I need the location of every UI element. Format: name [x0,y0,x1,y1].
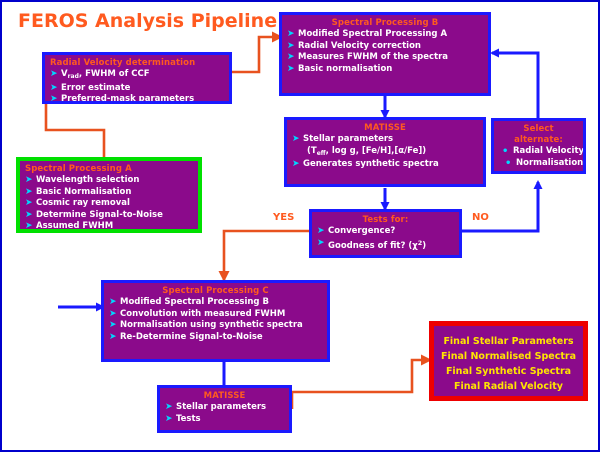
arrow-bullet-icon: ➤ [292,134,300,144]
box-matisse-top-title: MATISSE [364,123,406,133]
list-item: ➤Stellar parameters [165,402,267,412]
box-spectral-processing-b-items: ➤Modified Spectral Processing A ➤Radial … [287,29,483,75]
arrow-bullet-icon: ➤ [287,29,295,39]
arrow-bullet-icon: ➤ [109,320,117,330]
list-item: ➤Modified Spectral Processing B [109,297,269,307]
list-item: ➤Cosmic ray removal [25,198,130,208]
list-item: ➤Tests [165,413,201,424]
arrow-bullet-icon: ➤ [25,221,33,231]
arrow-bullet-icon: ➤ [25,198,33,208]
arrow-bullet-icon: ➤ [165,402,173,412]
dot-bullet-icon: • [502,146,509,157]
arrow-bullet-icon: ➤ [50,82,58,93]
arrow-bullet-icon: ➤ [25,175,33,185]
arrow-bullet-icon: ➤ [50,69,58,79]
box-matisse-bottom[interactable]: MATISSE ➤Stellar parameters ➤Tests [157,385,292,433]
box-matisse-top-items: ➤Stellar parameters (Teff, log g, [Fe/H]… [292,134,478,171]
box-spectral-processing-c-items: ➤Modified Spectral Processing B ➤Convolu… [109,297,322,343]
list-item: ➤Radial Velocity correction [287,40,421,51]
list-item: •Normalisation [505,157,584,169]
box-matisse-bottom-items: ➤Stellar parameters ➤Tests [165,402,284,425]
list-item: ➤Wavelength selection [25,175,140,185]
box-tests-items: ➤Convergence? ➤Goodness of fit? (χ2) [317,226,454,252]
list-item: ➤Basic normalisation [287,63,393,74]
box-radial-velocity[interactable]: Radial Velocity determination ➤Vrad, FWH… [42,52,232,104]
list-item: ➤Determine Signal-to-Noise [25,209,163,220]
final-result-line: Final Radial Velocity [454,381,563,392]
box-spectral-processing-c[interactable]: Spectral Processing C ➤Modified Spectral… [101,280,330,362]
box-spectral-processing-a-title: Spectral Processing A [25,164,132,174]
list-item-continuation: (Teff, log g, [Fe/H],[α/Fe]) [307,145,427,157]
list-item: ➤Modified Spectral Processing A [287,29,448,39]
box-tests[interactable]: Tests for: ➤Convergence? ➤Goodness of fi… [309,209,462,258]
box-matisse-top[interactable]: MATISSE ➤Stellar parameters (Teff, log g… [284,117,486,187]
box-radial-velocity-items: ➤Vrad, FWHM of CCF ➤Error estimate ➤Pref… [50,69,224,104]
list-item: ➤Generates synthetic spectra [292,159,439,169]
list-item: ➤Normalisation using synthetic spectra [109,320,303,330]
page-title: FEROS Analysis Pipeline [18,10,278,32]
edge-label-no: NO [472,212,489,223]
arrow-bullet-icon: ➤ [317,237,325,248]
arrow-bullet-icon: ➤ [287,40,295,51]
list-item: ➤Basic Normalisation [25,186,132,197]
box-select-alternate-items: •Radial Velocity •Normalisation [498,146,585,169]
box-spectral-processing-c-title: Spectral Processing C [162,286,269,296]
box-radial-velocity-title: Radial Velocity determination [50,58,196,68]
box-select-alternate-title: Select alternate: [514,124,563,145]
list-item: ➤Re-Determine Signal-to-Noise [109,331,263,342]
box-spectral-processing-a[interactable]: Spectral Processing A ➤Wavelength select… [16,157,202,233]
arrow-bullet-icon: ➤ [109,297,117,307]
arrow-bullet-icon: ➤ [165,413,173,424]
arrow-bullet-icon: ➤ [25,209,33,220]
arrow-bullet-icon: ➤ [287,63,295,74]
list-item: ➤Goodness of fit? (χ2) [317,237,427,251]
list-item: ➤Error estimate [50,82,131,93]
final-result-line: Final Stellar Parameters [443,336,574,347]
list-item: ➤Vrad, FWHM of CCF [50,69,150,80]
list-item: ➤Convolution with measured FWHM [109,308,286,319]
list-item: ➤Assumed FWHM [25,221,114,231]
box-tests-title: Tests for: [362,215,409,225]
final-result-line: Final Synthetic Spectra [445,366,572,377]
box-matisse-bottom-title: MATISSE [203,391,246,401]
list-item: ➤Measures FWHM of the spectra [287,52,449,62]
list-item: ➤Convergence? [317,226,396,236]
list-item: •Radial Velocity [502,146,585,157]
arrow-bullet-icon: ➤ [317,226,325,236]
arrow-bullet-icon: ➤ [292,159,300,169]
arrow-bullet-icon: ➤ [109,331,117,342]
box-spectral-processing-a-items: ➤Wavelength selection ➤Basic Normalisati… [25,175,193,231]
box-final-results[interactable]: Final Stellar Parameters Final Normalise… [429,321,588,401]
arrow-bullet-icon: ➤ [287,52,295,62]
box-spectral-processing-b-title: Spectral Processing B [331,18,439,28]
arrow-bullet-icon: ➤ [109,308,117,319]
final-result-line: Final Normalised Spectra [440,351,577,362]
edge-label-yes: YES [273,212,295,223]
arrow-bullet-icon: ➤ [50,94,58,104]
list-item: ➤Preferred-mask parameters [50,94,195,104]
box-spectral-processing-b[interactable]: Spectral Processing B ➤Modified Spectral… [279,12,491,96]
box-select-alternate[interactable]: Select alternate: •Radial Velocity •Norm… [491,118,586,174]
dot-bullet-icon: • [505,157,512,169]
arrow-bullet-icon: ➤ [25,186,33,197]
list-item: ➤Stellar parameters [292,134,394,144]
